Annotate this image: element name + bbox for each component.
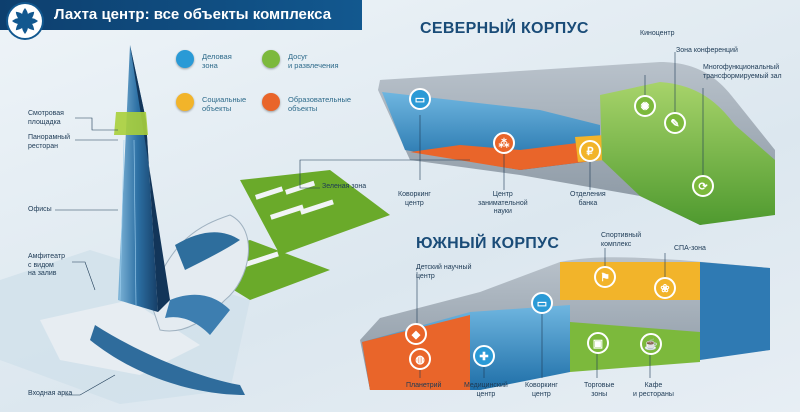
legend-business-label: Деловая зона <box>202 52 232 70</box>
legend-leisure-label: Досуг и развлечения <box>288 52 339 70</box>
legend-social-dot <box>176 93 194 111</box>
lotus-icon: ❀ <box>654 277 676 299</box>
coffee-cup-icon: ☕ <box>640 333 662 355</box>
shopping-bag-icon: ▣ <box>587 332 609 354</box>
north-title: СЕВЕРНЫЙ КОРПУС <box>420 20 589 37</box>
transform-hall-icon: ⟳ <box>692 175 714 197</box>
south-label-cafe: Кафе и рестораны <box>633 382 674 398</box>
label-green-zone: Зеленая зона <box>322 183 367 190</box>
legend-social-label: Социальные объекты <box>202 95 247 113</box>
legend-education-label: Образовательные объекты <box>288 95 352 113</box>
label-entrance-arch: Входная арка <box>28 390 73 397</box>
south-label-planetarium: Планетрий <box>406 382 442 389</box>
label-offices: Офисы <box>28 206 52 213</box>
lakhta-logo <box>8 4 42 38</box>
north-label-bank: Отделения банка <box>570 191 606 207</box>
planet-icon: ◍ <box>409 348 431 370</box>
north-label-coworking: Коворкинг центр <box>398 191 431 207</box>
north-label-transform-hall: Многофункциональный трансформируемый зал <box>703 64 782 80</box>
south-label-coworking: Коворкинг центр <box>525 382 558 398</box>
runner-icon: ⚑ <box>594 266 616 288</box>
medical-cross-icon: ✚ <box>473 345 495 367</box>
graduation-cap-icon: ◆ <box>405 323 427 345</box>
north-building <box>378 62 775 225</box>
south-title: ЮЖНЫЙ КОРПУС <box>416 235 560 252</box>
lakhta-tower <box>114 45 170 312</box>
south-label-sport-complex: Спортивный комплекс <box>601 232 642 248</box>
south-label-trade-zones: Торговые зоны <box>584 382 615 398</box>
north-label-science-center: Центр занимательной науки <box>478 191 528 215</box>
header-bar <box>0 0 362 30</box>
legend-leisure-dot <box>262 50 280 68</box>
label-amphitheatre: Амфитеатр с видом на залив <box>28 253 66 277</box>
label-panoramic-restaurant: Панорамный ресторан <box>28 134 71 150</box>
monitor-icon: ▭ <box>531 292 553 314</box>
legend-business-dot <box>176 50 194 68</box>
molecule-icon: ⁂ <box>493 132 515 154</box>
label-observation-deck: Смотровая площадка <box>28 110 64 126</box>
south-label-medical-center: Медицинский центр <box>464 382 508 398</box>
page-title: Лахта центр: все объекты комплекса <box>54 6 332 23</box>
north-label-conference: Зона конференций <box>676 47 738 54</box>
microphone-icon: ✎ <box>664 112 686 134</box>
south-label-kids-science-center: Детский научный центр <box>416 264 472 280</box>
film-reel-icon: ✺ <box>634 95 656 117</box>
tv-icon: ▭ <box>409 88 431 110</box>
north-label-cinema: Киноцентр <box>640 30 675 37</box>
ruble-icon: ₽ <box>579 140 601 162</box>
podium-building <box>90 214 249 395</box>
south-label-spa: СПА-зона <box>674 245 706 252</box>
legend-education-dot <box>262 93 280 111</box>
